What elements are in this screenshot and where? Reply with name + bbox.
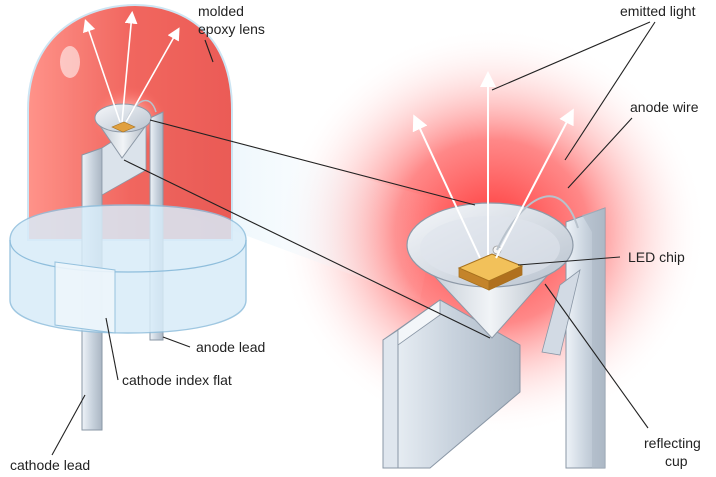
leader-lines <box>51 21 656 456</box>
label-reflecting: reflecting <box>644 435 701 451</box>
magnified-cathode-post <box>382 299 521 469</box>
label-emitted-light: emitted light <box>620 3 696 19</box>
label-epoxy-lens: epoxy lens <box>198 21 265 37</box>
label-cathode-lead: cathode lead <box>10 457 90 473</box>
label-molded: molded <box>198 3 244 19</box>
small-light-arrows <box>83 10 180 123</box>
emitted-light-arrows <box>412 71 574 259</box>
flange-base <box>9 204 247 334</box>
label-anode-wire: anode wire <box>630 99 699 115</box>
magnified-anode-post <box>541 207 606 469</box>
label-cup: cup <box>665 453 688 469</box>
label-anode-lead: anode lead <box>196 339 265 355</box>
label-cathode-index-flat: cathode index flat <box>122 372 232 388</box>
label-led-chip: LED chip <box>628 249 685 265</box>
anode-wire <box>496 195 579 251</box>
